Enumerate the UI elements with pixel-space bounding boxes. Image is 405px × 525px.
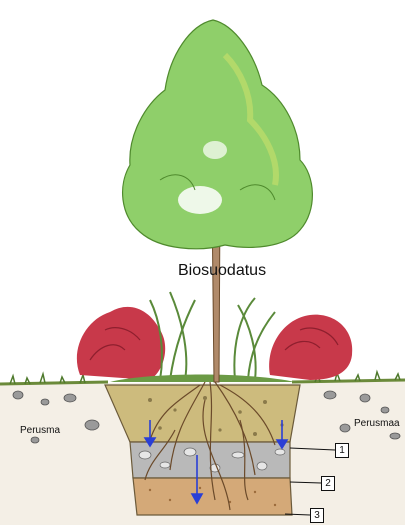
soil-left-label: Perusma (20, 425, 60, 436)
tree-canopy (123, 20, 313, 249)
layer-1-label: 1 (335, 443, 349, 458)
layer-3-label: 3 (310, 508, 324, 523)
diagram-title: Biosuodatus (178, 262, 266, 280)
grass-plants (150, 292, 275, 380)
layer-2-label: 2 (321, 476, 335, 491)
soil-right-label: Perusmaa (354, 418, 400, 429)
